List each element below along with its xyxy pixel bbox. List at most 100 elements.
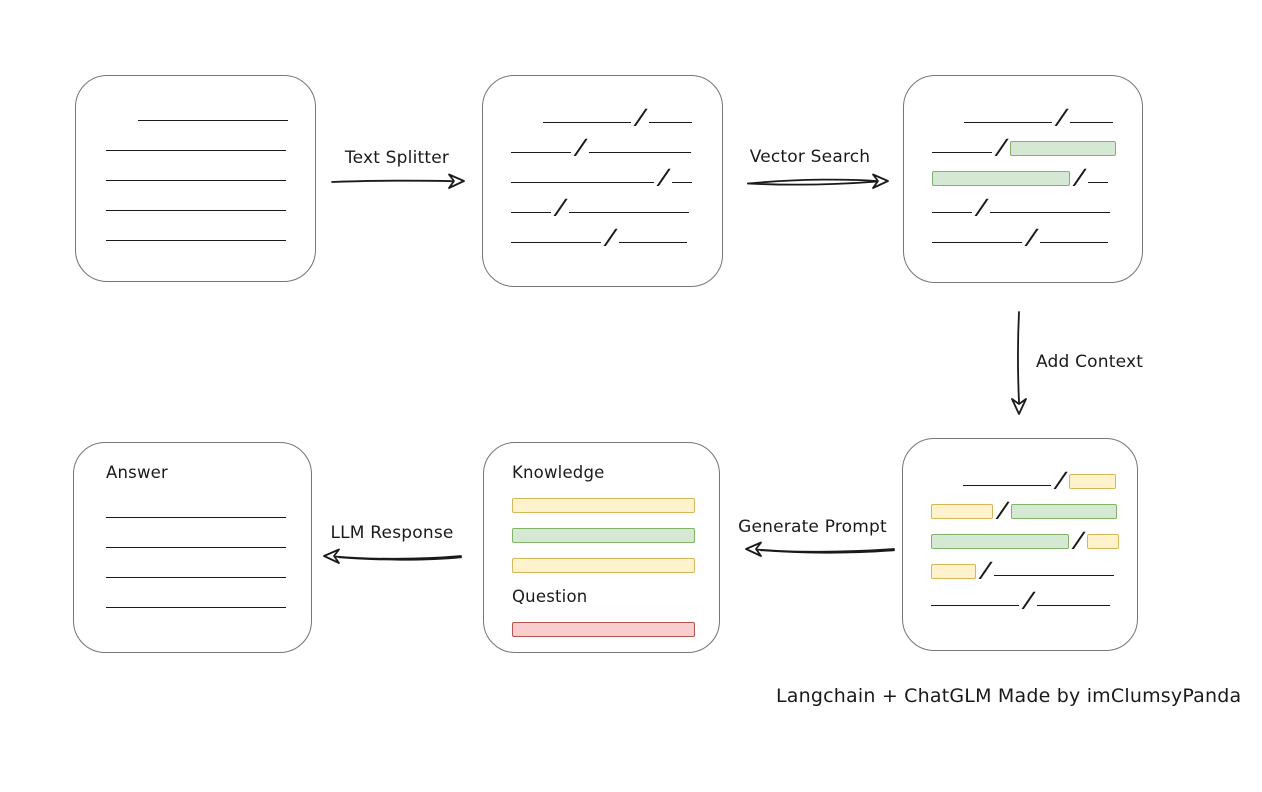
box-row (106, 126, 315, 156)
chunk-separator-slash: / (1072, 528, 1085, 552)
chunk-separator-slash: / (979, 558, 992, 582)
text-line (618, 242, 687, 243)
text-line (511, 212, 551, 213)
text-line (993, 575, 1114, 576)
indent-space (106, 125, 138, 126)
box-row (512, 545, 719, 575)
credit-caption: Langchain + ChatGLM Made by imClumsyPand… (776, 685, 1242, 707)
box-row: / (932, 218, 1142, 249)
box-row: Question (512, 575, 719, 609)
box-row (106, 216, 315, 246)
text-line (1039, 242, 1108, 243)
chunk-separator-slash: / (634, 105, 647, 129)
text-line (932, 152, 992, 153)
split-chunks-box: ///// (482, 75, 723, 287)
box-row: / (511, 98, 722, 129)
box-row (106, 523, 311, 553)
green-highlight-bar (1009, 141, 1116, 156)
box-row (106, 583, 311, 613)
text-line (106, 607, 286, 608)
indent-space (931, 490, 963, 491)
add-context-label: Add Context (1036, 352, 1144, 372)
text-line (931, 605, 1019, 606)
chunk-separator-slash: / (995, 135, 1008, 159)
box-row (106, 493, 311, 523)
chunk-separator-slash: / (554, 195, 567, 219)
text-line (106, 577, 286, 578)
text-line (963, 485, 1051, 486)
yellow-highlight-bar (1086, 534, 1119, 549)
box-row: / (932, 128, 1142, 159)
box-row (106, 485, 311, 493)
box-row (106, 186, 315, 216)
answer-box: Answer (73, 442, 312, 653)
text-line (106, 180, 286, 181)
search-results-box: / / / / / (903, 75, 1143, 283)
text-line (1036, 605, 1110, 606)
yellow-highlight-bar (512, 558, 695, 573)
yellow-highlight-bar (931, 504, 993, 519)
box-row: / (511, 188, 722, 219)
chunk-separator-slash: / (1054, 468, 1067, 492)
text-line (648, 122, 692, 123)
text-line (106, 240, 286, 241)
generate-prompt-label: Generate Prompt (738, 517, 887, 537)
box-row: / (932, 158, 1142, 189)
vector-search-label: Vector Search (749, 147, 871, 167)
box-label: Knowledge (512, 462, 605, 482)
box-row: / (511, 218, 722, 249)
indent-space (511, 127, 543, 128)
text-line (932, 212, 972, 213)
box-row: / (931, 491, 1137, 522)
green-highlight-bar (1010, 504, 1117, 519)
text-line (511, 182, 654, 183)
chunk-separator-slash: / (1073, 165, 1086, 189)
text-line (106, 547, 286, 548)
yellow-highlight-bar (512, 498, 695, 513)
text-line (1087, 182, 1108, 183)
text-line (106, 210, 286, 211)
text-line (511, 152, 571, 153)
box-row: Answer (106, 451, 311, 485)
llm-response-label: LLM Response (330, 523, 454, 543)
indent-space (932, 127, 964, 128)
text-line (989, 212, 1110, 213)
add-context-arrow (1011, 311, 1027, 415)
chunk-separator-slash: / (1022, 588, 1035, 612)
box-row (106, 156, 315, 186)
box-row: / (511, 158, 722, 189)
text-line (588, 152, 691, 153)
yellow-highlight-bar (931, 564, 976, 579)
context-box: ///// (902, 438, 1138, 651)
box-row: / (932, 188, 1142, 219)
text-line (1069, 122, 1113, 123)
chunk-separator-slash: / (657, 165, 670, 189)
text-line (671, 182, 692, 183)
text-line (106, 517, 286, 518)
context-content: ///// (903, 439, 1137, 612)
box-row (512, 515, 719, 545)
vector-search-arrow (747, 173, 889, 189)
llm-response-arrow (323, 548, 462, 564)
text-line (511, 242, 601, 243)
generate-prompt-arrow (745, 541, 895, 557)
chunk-separator-slash: / (975, 195, 988, 219)
box-label: Question (512, 586, 588, 606)
green-highlight-bar (932, 171, 1070, 186)
box-row: / (931, 521, 1137, 552)
chunk-separator-slash: / (604, 225, 617, 249)
search-results-content: / / / / / (904, 76, 1142, 249)
box-row (512, 609, 719, 639)
green-highlight-bar (512, 528, 695, 543)
text-line (543, 122, 631, 123)
green-highlight-bar (931, 534, 1069, 549)
chunk-separator-slash: / (1055, 105, 1068, 129)
chunk-separator-slash: / (1025, 225, 1038, 249)
source-document-content (76, 76, 315, 246)
source-document-box (75, 75, 316, 282)
box-row (106, 96, 315, 126)
yellow-highlight-bar (1068, 474, 1116, 489)
box-row (512, 485, 719, 515)
